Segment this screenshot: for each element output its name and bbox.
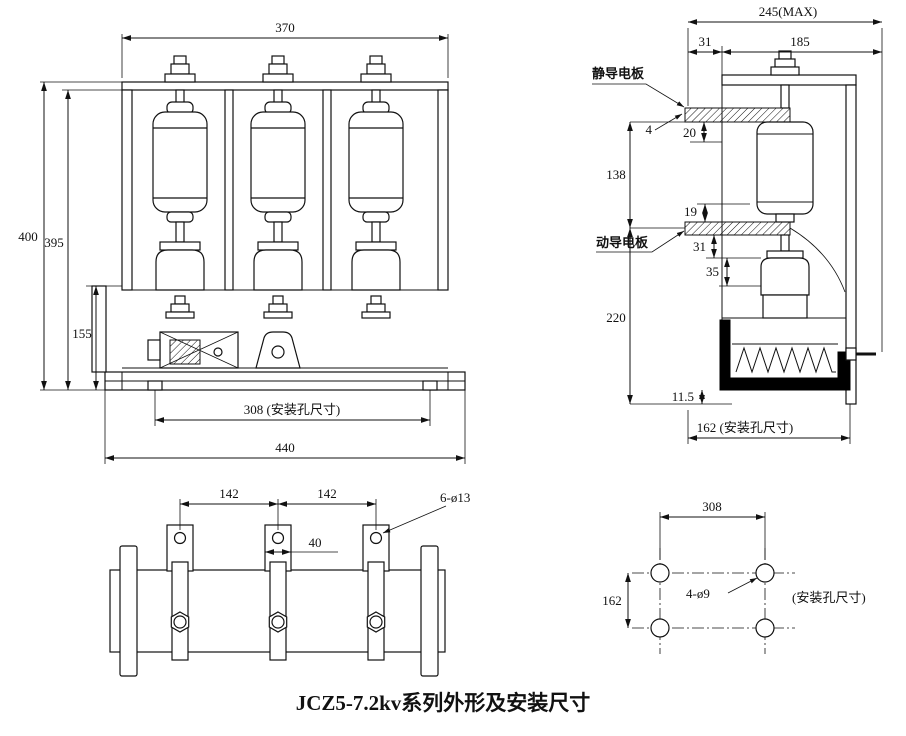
insulator — [760, 257, 810, 296]
dim-440: 440 — [275, 440, 295, 455]
static-plate-label: 静导电板 — [592, 66, 645, 81]
dim-20: 20 — [683, 125, 696, 140]
end-flange-right — [420, 545, 439, 677]
dim-4-holes: 4-ø9 — [686, 586, 710, 601]
front-dimensions: 370 400 395 155 308 (安装孔尺寸) 440 — [18, 20, 466, 464]
front-view: 370 400 395 155 308 (安装孔尺寸) 440 — [18, 20, 466, 464]
return-spring — [735, 346, 836, 374]
dim-40: 40 — [309, 535, 322, 550]
dim-155: 155 — [72, 326, 92, 341]
dim-hole-span-162: 162 — [602, 593, 622, 608]
vacuum-interrupter-pole-2 — [250, 55, 306, 319]
mounting-hole-tl — [650, 563, 670, 583]
dim-185: 185 — [790, 34, 810, 49]
mounting-hole-bl — [650, 618, 670, 638]
static-conductive-plate — [684, 107, 791, 123]
front-mechanism — [147, 331, 301, 369]
mounting-hole-view: 308 162 4-ø9 (安装孔尺寸) — [602, 499, 866, 654]
dim-19: 19 — [684, 204, 697, 219]
adjust-bolt-nut — [845, 347, 857, 361]
dim-370: 370 — [275, 20, 295, 35]
side-view: 静导电板 动导电板 245(MAX) 31 185 20 4 138 — [592, 4, 883, 444]
end-flange-left — [119, 545, 138, 677]
side-bracket — [91, 285, 107, 373]
vacuum-interrupter-pole-1 — [152, 55, 208, 319]
moving-plate-label: 动导电板 — [596, 235, 649, 250]
dim-4: 4 — [646, 122, 653, 137]
side-vacuum-interrupter — [756, 121, 814, 223]
mounting-slot-right — [422, 380, 438, 391]
dim-395: 395 — [44, 235, 64, 250]
dim-6-holes: 6-ø13 — [440, 490, 470, 505]
dim-138: 138 — [606, 167, 626, 182]
dim-220: 220 — [606, 310, 626, 325]
dim-hole-span-308: 308 — [702, 499, 722, 514]
side-dimensions: 245(MAX) 31 185 20 4 138 19 31 35 — [606, 4, 883, 444]
dim-308-mounting: 308 (安装孔尺寸) — [244, 402, 340, 417]
dim-245max: 245(MAX) — [759, 4, 818, 19]
mounting-hole-tr — [755, 563, 775, 583]
bottom-dimensions: 142 142 40 6-ø13 — [179, 486, 470, 555]
dim-142-right: 142 — [317, 486, 337, 501]
vacuum-interrupter-pole-3 — [348, 55, 404, 319]
dim-162-mounting: 162 (安装孔尺寸) — [697, 420, 793, 435]
bottom-view: 142 142 40 6-ø13 — [109, 486, 470, 677]
dim-31-mid: 31 — [693, 239, 706, 254]
mounting-hole-br — [755, 618, 775, 638]
flexible-conductor — [789, 227, 846, 293]
mounting-note: (安装孔尺寸) — [792, 590, 866, 605]
moving-conductive-plate — [684, 221, 791, 236]
dim-35: 35 — [706, 264, 719, 279]
dim-11-5: 11.5 — [672, 389, 694, 404]
center-lines — [632, 548, 795, 654]
dim-142-left: 142 — [219, 486, 239, 501]
spring-bracket-bottom — [719, 377, 851, 391]
spring-bracket-right — [837, 351, 851, 391]
dim-31-top: 31 — [699, 34, 712, 49]
hole-dimensions: 308 162 4-ø9 (安装孔尺寸) — [602, 499, 866, 628]
mounting-slot-left — [147, 380, 163, 391]
side-lower-assembly — [719, 227, 876, 391]
drawing-caption: JCZ5-7.2kv系列外形及安装尺寸 — [296, 691, 591, 715]
dim-400: 400 — [18, 229, 38, 244]
side-labels: 静导电板 动导电板 — [592, 66, 685, 253]
